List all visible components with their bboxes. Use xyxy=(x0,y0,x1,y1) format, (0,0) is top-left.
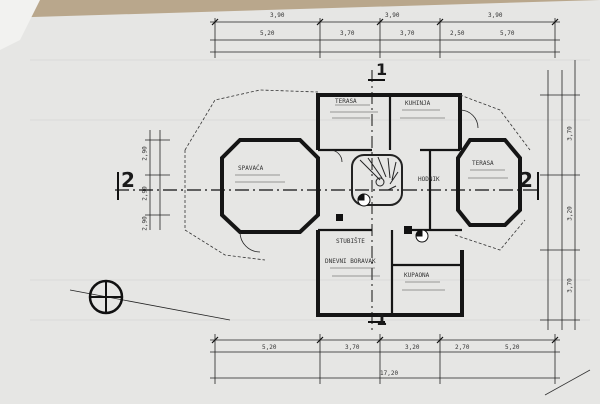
dimension-ticks xyxy=(211,18,559,344)
room-label: HODNIK xyxy=(418,176,440,183)
dim-label: 5,70 xyxy=(500,30,515,37)
room-label: TERASA xyxy=(472,160,494,167)
staircase xyxy=(351,154,403,206)
section-mark-top: 1 xyxy=(376,60,388,79)
background-grid xyxy=(30,59,590,321)
left-dimension-lines xyxy=(145,130,170,230)
top-dimension-lines xyxy=(210,18,560,58)
dim-label: 2,90 xyxy=(141,186,149,201)
dim-label: 5,20 xyxy=(262,344,277,351)
dim-label: 3,90 xyxy=(488,12,503,19)
dim-label: 2,50 xyxy=(450,30,465,37)
room-label: SPAVAĆA xyxy=(238,165,264,172)
room-label: DNEVNI BORAVAK xyxy=(325,258,376,265)
right-dimension-lines xyxy=(540,60,580,330)
dim-label: 3,70 xyxy=(566,126,574,141)
dim-label: 3,20 xyxy=(405,344,420,351)
room-label: STUBIŠTE xyxy=(336,238,365,245)
room-label: KUHINJA xyxy=(405,100,431,107)
section-mark-right: 2 xyxy=(519,168,533,192)
section-mark-left: 2 xyxy=(121,168,135,192)
room-label: KUPAONA xyxy=(404,272,430,279)
section-line-2 xyxy=(115,172,540,200)
dim-label: 3,20 xyxy=(566,206,574,221)
section-markers xyxy=(357,193,429,243)
door-swings xyxy=(239,109,479,253)
dim-label: 2,90 xyxy=(141,216,149,231)
dim-label: 3,70 xyxy=(400,30,415,37)
dim-label: 2,70 xyxy=(455,344,470,351)
title-block xyxy=(544,369,591,396)
annotation-blocks xyxy=(235,104,508,291)
room-label: TERASA xyxy=(335,98,357,105)
dim-label-total: 17,20 xyxy=(380,370,399,377)
dim-label: 3,70 xyxy=(340,30,355,37)
section-mark-bottom: 1 xyxy=(376,310,388,329)
dim-label: 3,90 xyxy=(270,12,285,19)
dim-label: 3,70 xyxy=(345,344,360,351)
interior-walls xyxy=(318,95,462,315)
dim-label: 5,20 xyxy=(260,30,275,37)
dim-label: 3,90 xyxy=(385,12,400,19)
north-arrow-icon xyxy=(69,279,231,321)
dim-label: 2,90 xyxy=(141,146,149,161)
paper-fold xyxy=(0,0,40,50)
dim-label: 5,20 xyxy=(505,344,520,351)
bottom-dimension-lines xyxy=(210,334,560,384)
section-line-1 xyxy=(368,70,385,330)
dim-label: 3,70 xyxy=(566,278,574,293)
projection-outlines xyxy=(184,89,531,261)
